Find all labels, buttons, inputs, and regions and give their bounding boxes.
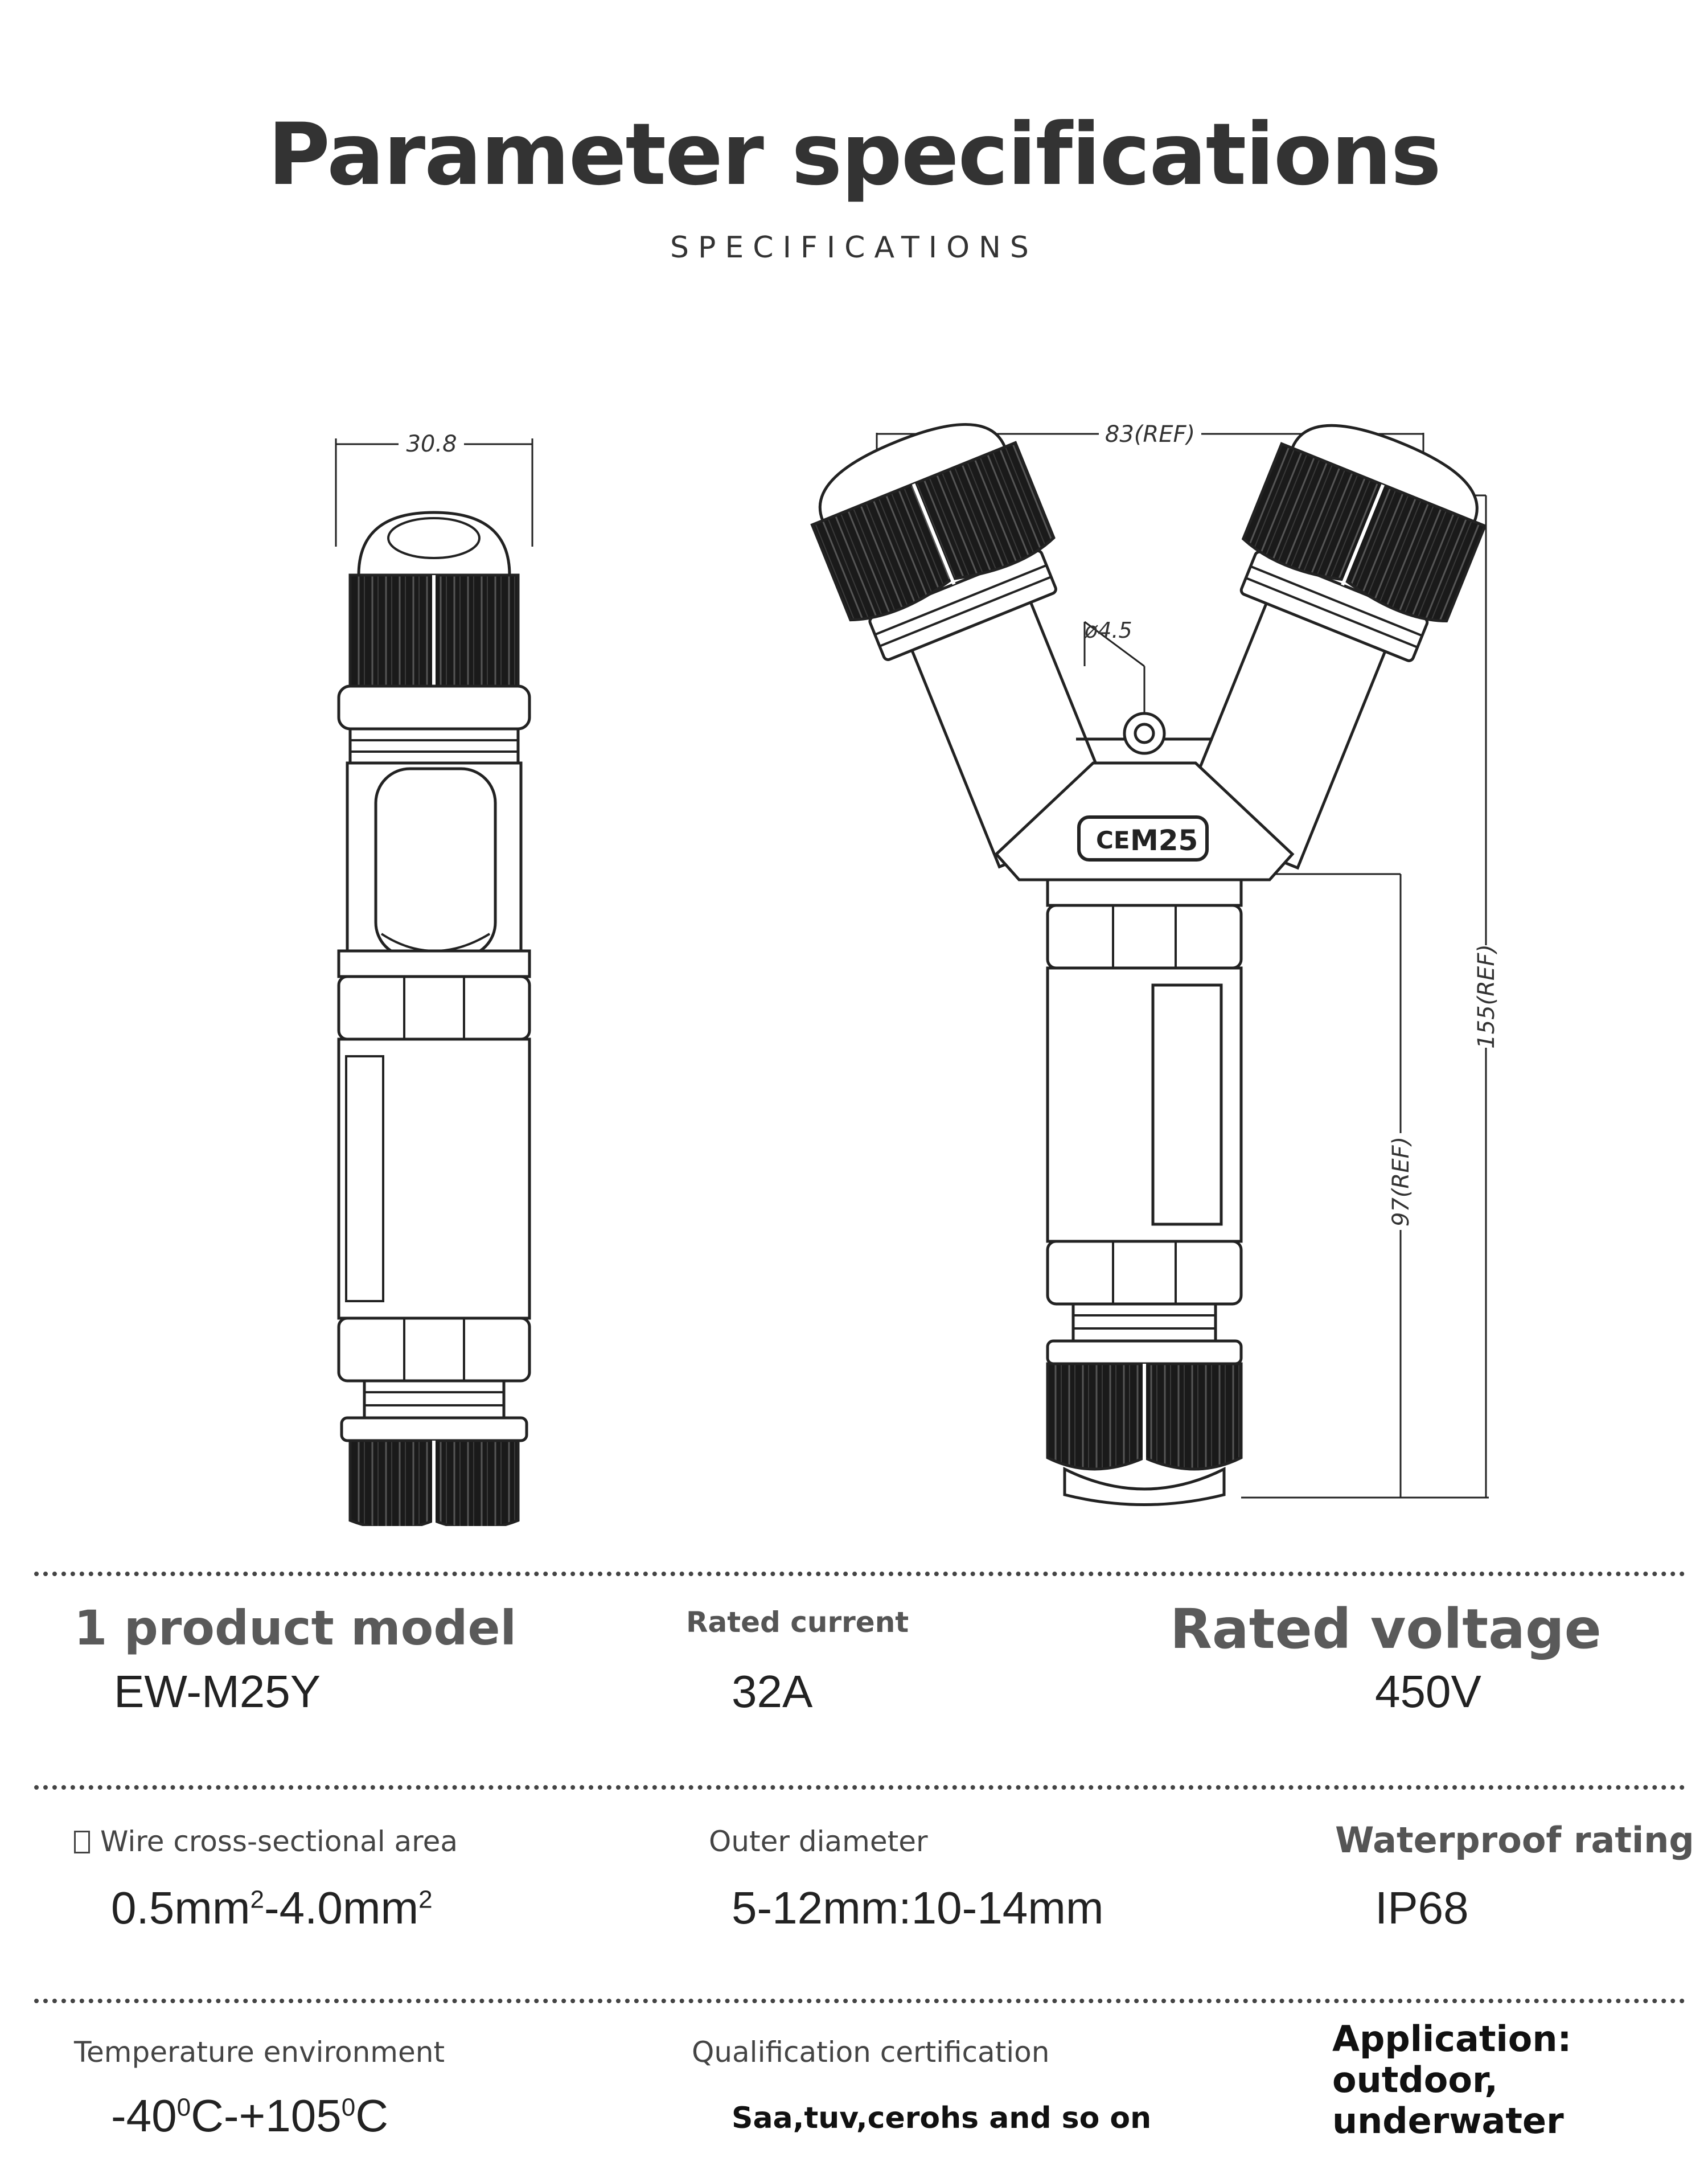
dim-span-label: 83(REF) xyxy=(1105,421,1195,448)
temperature-label: Temperature environment xyxy=(74,2036,445,2069)
divider-3 xyxy=(34,1999,1685,2003)
page-title: Parameter specifications xyxy=(268,105,1442,204)
wire-max-sup: 2 xyxy=(418,1885,433,1914)
dim-height-label: 155(REF) xyxy=(1473,944,1500,1049)
page-subtitle: SPECIFICATIONS xyxy=(670,231,1038,265)
wire-area-label-text: Wire cross-sectional area xyxy=(100,1825,458,1858)
waterproof-label: Waterproof rating xyxy=(1335,1819,1694,1861)
ce-mark: CE xyxy=(1096,826,1130,854)
certification-label: Qualification certification xyxy=(692,2036,1050,2069)
rated-voltage-label: Rated voltage xyxy=(1170,1597,1602,1661)
m25-marking: M25 xyxy=(1130,824,1198,857)
temp-min-sup: 0 xyxy=(176,2093,191,2122)
rated-current-value: 32A xyxy=(732,1666,813,1717)
outer-diameter-label: Outer diameter xyxy=(709,1825,928,1858)
placeholder-icon xyxy=(74,1831,90,1853)
y-connector-front-view xyxy=(810,423,1489,1506)
waterproof-value: IP68 xyxy=(1375,1882,1469,1933)
wire-max: -4.0mm xyxy=(264,1882,419,1933)
temp-max-sup: 0 xyxy=(341,2093,356,2122)
outer-diameter-value: 5-12mm:10-14mm xyxy=(732,1882,1104,1933)
product-model-value: EW-M25Y xyxy=(114,1666,321,1717)
dim-body-label: 97(REF) xyxy=(1388,1137,1414,1227)
product-model-label: 1 product model xyxy=(74,1600,517,1656)
rated-current-label: Rated current xyxy=(686,1606,909,1639)
wire-min: 0.5mm xyxy=(111,1882,251,1933)
rated-voltage-value: 450V xyxy=(1375,1666,1481,1717)
application-value: Application: outdoor, underwater xyxy=(1332,2018,1572,2142)
divider-1 xyxy=(34,1572,1685,1576)
temperature-value: -400C-+1050C xyxy=(111,2090,388,2142)
wire-min-sup: 2 xyxy=(250,1885,264,1914)
wire-area-label: Wire cross-sectional area xyxy=(74,1825,458,1858)
wire-area-value: 0.5mm2-4.0mm2 xyxy=(111,1882,433,1934)
temp-min: -40 xyxy=(111,2090,177,2141)
dim-width-label: 30.8 xyxy=(406,431,457,457)
temp-unit: C xyxy=(355,2090,388,2141)
side-view-connector xyxy=(335,438,533,1526)
certification-value: Saa,tuv,cerohs and so on xyxy=(732,2101,1152,2135)
temp-max: C-+105 xyxy=(191,2090,342,2141)
divider-2 xyxy=(34,1785,1685,1790)
connector-technical-drawing: 30.8 83(REF) ø4.5 155(REF) 97(REF) CE M2… xyxy=(335,421,1500,1526)
dim-hole-label: ø4.5 xyxy=(1084,618,1132,643)
